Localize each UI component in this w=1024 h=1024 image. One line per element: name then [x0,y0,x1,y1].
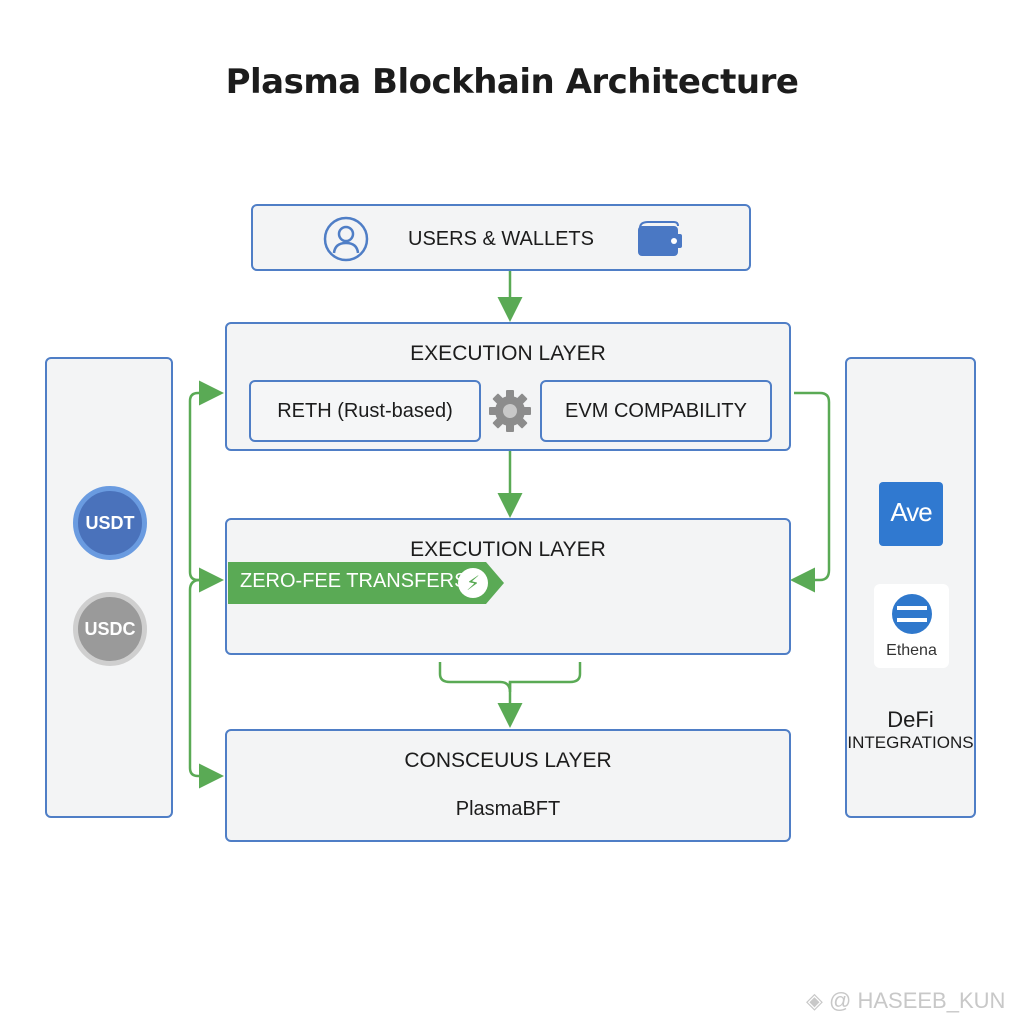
users-wallets-label: USERS & WALLETS [408,228,594,250]
ethena-logo[interactable]: Ethena [874,584,949,668]
ave-logo[interactable]: Ave [879,482,943,546]
defi-panel: Ave Ethena DeFi INTEGRATIONS [845,357,976,818]
consensus-layer-box[interactable]: CONSCEUUS LAYER PlasmaBFT [225,729,791,842]
ethena-label: Ethena [886,642,937,659]
watermark: ◈ @ HASEEB_KUN [806,988,1005,1014]
execution-layer-title: EXECUTION LAYER [410,342,606,365]
ethena-icon [892,594,932,634]
left-connector-bottom [188,578,224,789]
defi-label-line2: INTEGRATIONS [847,733,974,752]
binance-icon: ◈ [806,988,830,1013]
users-wallets-box[interactable]: USERS & WALLETS [251,204,751,271]
reth-component[interactable]: RETH (Rust-based) [249,380,481,442]
left-connector-top [188,391,224,593]
wallet-icon [638,221,682,256]
consensus-layer-title: CONSCEUUS LAYER [404,749,612,772]
usdt-coin[interactable]: USDT [73,486,147,560]
zero-fee-label: ZERO-FEE TRANSFERS [240,570,468,592]
watermark-text: @ HASEEB_KUN [829,988,1006,1013]
defi-label-line1: DeFi [887,707,934,732]
evm-component[interactable]: EVM COMPABILITY [540,380,772,442]
lightning-icon: ⚡ [458,568,488,598]
execution-layer-2-box[interactable]: EXECUTION LAYER [225,518,791,655]
consensus-layer-subtitle: PlasmaBFT [455,798,561,820]
execution-layer-box[interactable]: EXECUTION LAYER RETH (Rust-based) EVM CO… [225,322,791,451]
defi-label: DeFi INTEGRATIONS [837,707,984,753]
right-connector [790,391,831,593]
execution-layer-2-title: EXECUTION LAYER [410,538,606,561]
banner-shape [228,562,504,604]
stablecoins-panel: USDT USDC [45,357,173,818]
gear-icon [489,390,531,432]
user-icon [323,216,369,262]
usdc-coin[interactable]: USDC [73,592,147,666]
diagram-title: Plasma Blockhain Architecture [225,62,799,102]
